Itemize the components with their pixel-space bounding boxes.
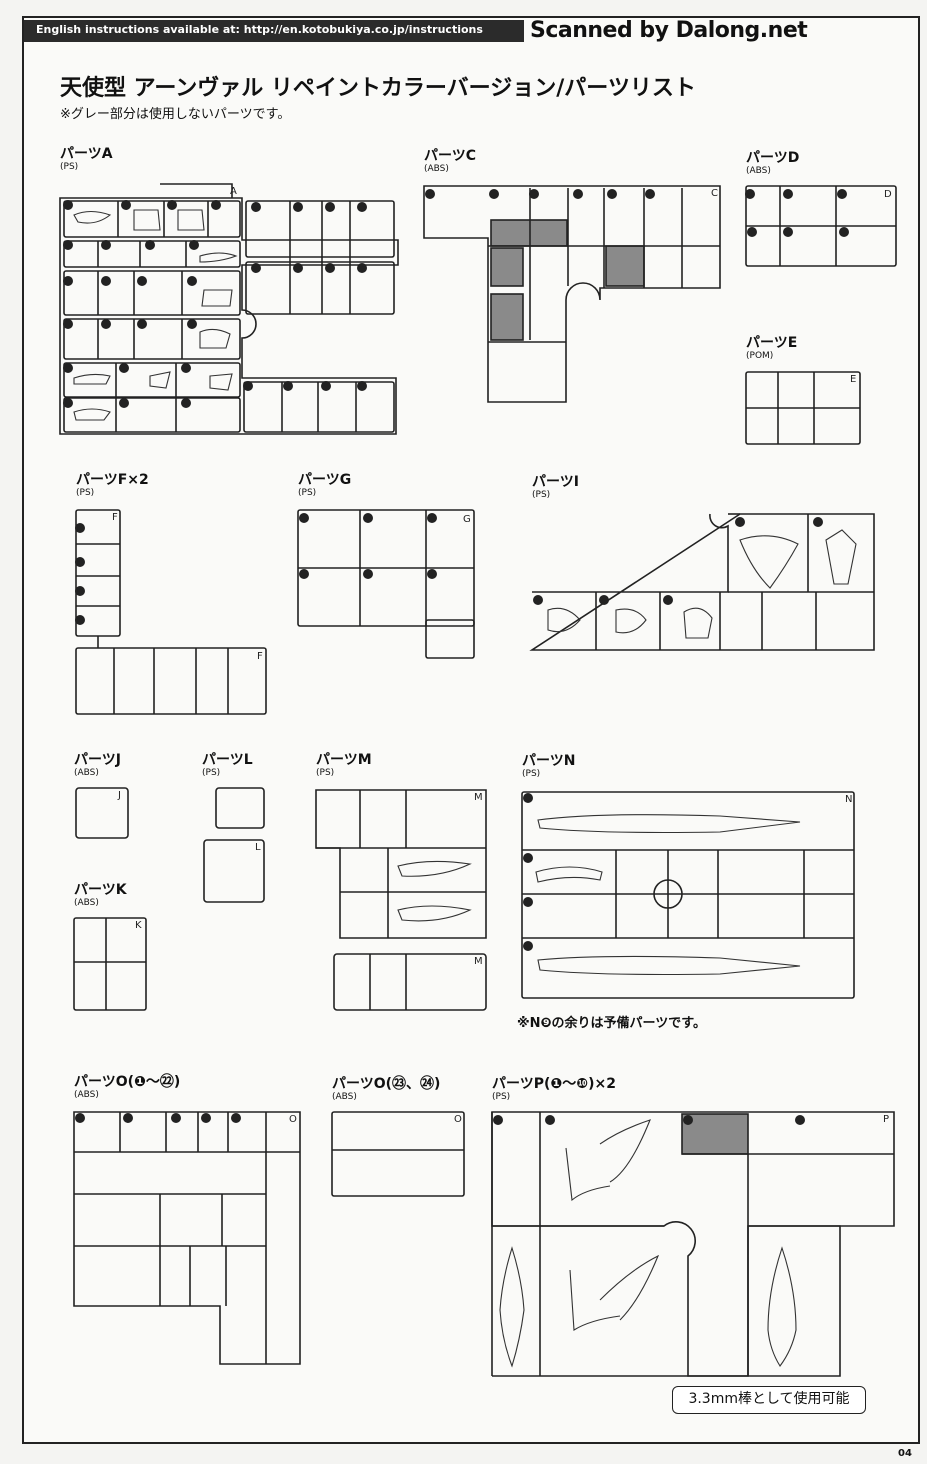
svg-text:F: F <box>112 512 118 523</box>
label-parts-c: パーツC(ABS) <box>424 148 476 174</box>
label-parts-k: パーツK(ABS) <box>74 882 127 908</box>
runner-j <box>75 787 129 839</box>
label-parts-n: パーツN(PS) <box>522 753 576 779</box>
svg-text:O: O <box>289 1114 297 1125</box>
runner-g <box>297 509 475 659</box>
runner-m <box>315 789 487 1011</box>
label-parts-j: パーツJ(ABS) <box>74 752 121 778</box>
label-parts-o-23-24: パーツO(㉓、㉔)(ABS) <box>332 1076 441 1102</box>
runner-f <box>75 509 267 715</box>
runner-n <box>521 791 855 999</box>
label-parts-o-1-22: パーツO(❶〜㉒)(ABS) <box>74 1074 181 1100</box>
svg-text:M: M <box>474 792 483 803</box>
label-parts-e: パーツE(POM) <box>746 335 798 361</box>
runner-p <box>491 1111 895 1377</box>
svg-text:L: L <box>255 842 261 853</box>
runner-tags: A C D E F F G J L M M N K O O P <box>112 186 892 1125</box>
runner-d <box>745 185 897 267</box>
svg-text:A: A <box>230 186 237 197</box>
label-parts-i: パーツI(PS) <box>532 474 579 500</box>
label-parts-a: パーツA(PS) <box>60 146 113 172</box>
english-instructions-text: English instructions available at: http:… <box>36 23 483 36</box>
svg-text:F: F <box>257 651 263 662</box>
page-frame <box>22 16 920 1444</box>
page-number: 04 <box>898 1448 912 1459</box>
svg-text:C: C <box>711 188 718 199</box>
label-parts-m: パーツM(PS) <box>316 752 372 778</box>
runner-i <box>529 513 875 651</box>
label-parts-g: パーツG(PS) <box>298 472 352 498</box>
runner-l <box>203 787 265 903</box>
runner-o-1-22 <box>73 1111 301 1365</box>
svg-text:E: E <box>850 374 856 385</box>
n9-spare-note: ※N❾の余りは予備パーツです。 <box>517 1016 706 1031</box>
svg-text:K: K <box>135 920 142 931</box>
runner-k <box>73 917 147 1011</box>
english-instructions-bar: English instructions available at: http:… <box>24 20 524 42</box>
rod-callout: 3.3mm棒として使用可能 <box>672 1386 866 1414</box>
svg-text:D: D <box>884 189 892 200</box>
runner-c <box>423 185 721 403</box>
label-parts-f: パーツF×2(PS) <box>76 472 149 498</box>
runner-a <box>59 183 399 435</box>
svg-text:G: G <box>463 514 471 525</box>
scan-credit: Scanned by Dalong.net <box>530 18 808 43</box>
svg-text:O: O <box>454 1114 462 1125</box>
part-number-markers <box>63 189 849 1125</box>
unused-parts-note: ※グレー部分は使用しないパーツです。 <box>60 107 291 122</box>
svg-text:M: M <box>474 956 483 967</box>
svg-text:P: P <box>883 1114 889 1125</box>
svg-text:N: N <box>845 794 852 805</box>
label-parts-l: パーツL(PS) <box>202 752 253 778</box>
label-parts-d: パーツD(ABS) <box>746 150 800 176</box>
runner-o-23-24 <box>331 1111 465 1197</box>
label-parts-p: パーツP(❶〜❿)×2(PS) <box>492 1076 616 1102</box>
page-title: 天使型 アーンヴァル リペイントカラーバージョン/パーツリスト <box>60 76 696 101</box>
part-silhouettes <box>73 209 857 1368</box>
runner-e <box>745 371 861 445</box>
svg-text:J: J <box>117 790 121 801</box>
